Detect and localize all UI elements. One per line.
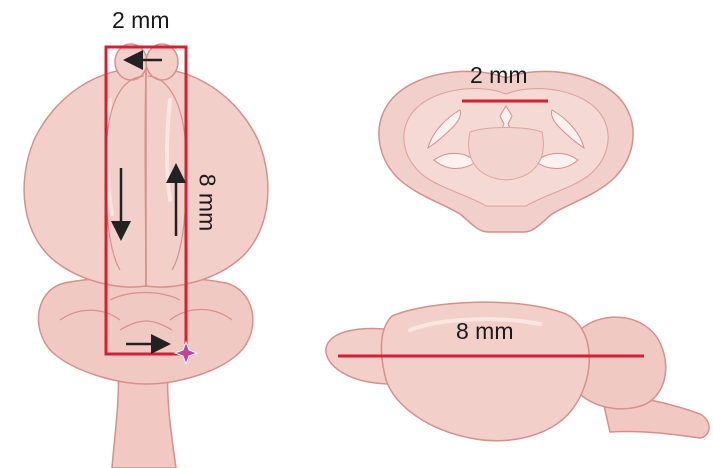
sagittal-length-label: 8 mm — [456, 320, 514, 343]
dorsal-cerebellum — [38, 278, 252, 385]
dorsal-left-hemisphere — [24, 69, 146, 287]
dorsal-brain-view — [24, 44, 268, 468]
sagittal-section-view — [326, 302, 709, 440]
dorsal-length-label: 8 mm — [195, 174, 218, 232]
coronal-section-view — [379, 71, 633, 232]
dorsal-right-olfactory-bulb — [146, 44, 178, 80]
dorsal-left-olfactory-bulb — [115, 44, 147, 80]
dorsal-width-label: 2 mm — [112, 9, 170, 32]
coronal-width-label: 2 mm — [470, 64, 528, 87]
dorsal-midline-fissure — [145, 72, 146, 286]
